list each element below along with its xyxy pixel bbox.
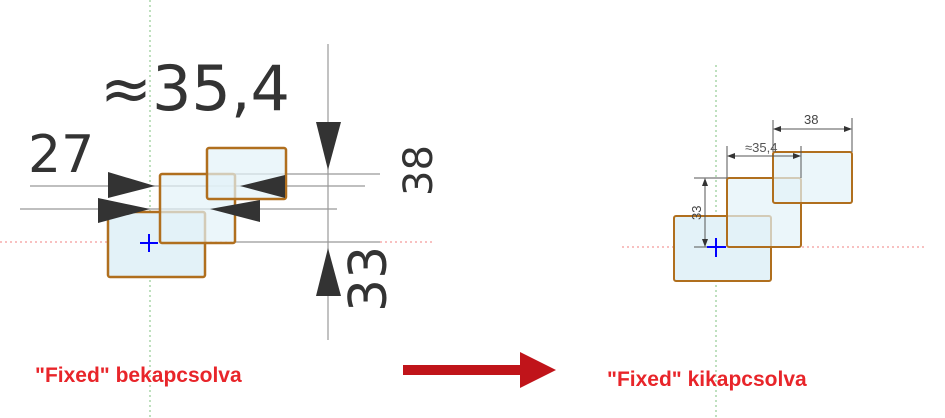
dimension-label: ≈35,4 (100, 52, 290, 125)
dimension-label: 27 (28, 125, 94, 185)
origin-cross-icon (140, 234, 158, 252)
origin-cross-icon (707, 238, 726, 257)
dimension-label: ≈35,4 (745, 140, 777, 155)
caption-fixed-off: "Fixed" kikapcsolva (607, 368, 807, 391)
right-sketch: 38 ≈35,4 33 (622, 65, 925, 418)
left-sketch: ≈35,4 27 33 38 (0, 0, 442, 418)
dimension-lines (694, 118, 853, 248)
dimension-label: 33 (689, 206, 704, 220)
dimension-label: 38 (804, 112, 818, 127)
dimension-arrows (98, 122, 341, 296)
rectangle (772, 151, 853, 204)
sketch-rectangles (673, 151, 853, 282)
dimension-label: 38 (396, 145, 442, 196)
dimension-arrows (702, 126, 852, 247)
transition-arrow-icon (403, 352, 556, 388)
caption-fixed-on: "Fixed" bekapcsolva (35, 364, 242, 387)
dimension-label: 33 (339, 246, 399, 312)
